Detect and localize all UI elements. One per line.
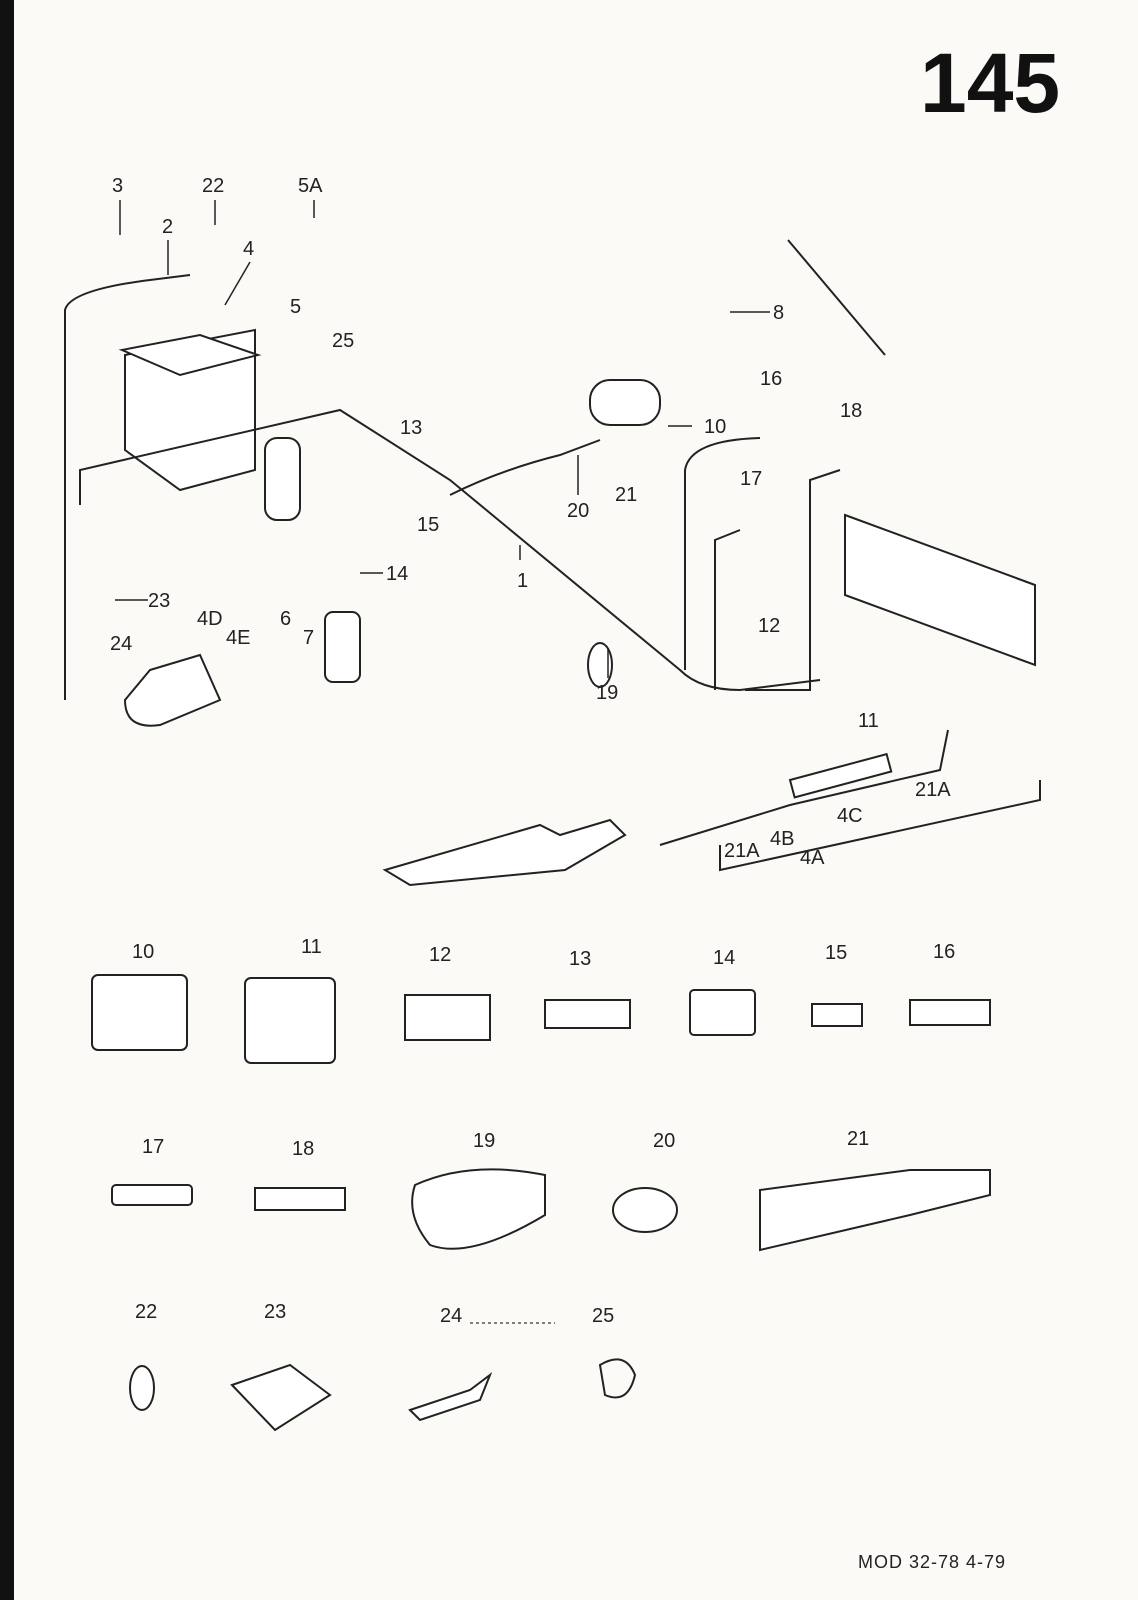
callout: 16 xyxy=(760,368,782,390)
parts-row-1 xyxy=(91,974,991,1064)
battery xyxy=(118,328,301,521)
callout: 11 xyxy=(858,710,879,732)
page-number: 145 xyxy=(920,36,1060,130)
callout: 21 xyxy=(615,484,637,506)
callout: 18 xyxy=(292,1138,314,1160)
harness-branch-20 xyxy=(449,439,601,496)
footer-code: MOD 32-78 4-79 xyxy=(858,1552,1006,1572)
callout: 7 xyxy=(303,627,314,649)
callout: 24 xyxy=(110,633,132,655)
callout: 20 xyxy=(567,500,589,522)
callout: 24 xyxy=(440,1305,462,1327)
callout: 5A xyxy=(298,175,323,197)
cable-4A xyxy=(659,729,949,846)
callout: 15 xyxy=(417,514,439,536)
callout: 15 xyxy=(825,942,847,964)
callout: 1 xyxy=(517,570,528,592)
fuel-pump xyxy=(324,611,361,683)
parts-row-2 xyxy=(111,1168,991,1252)
main-harness-1 xyxy=(79,408,821,692)
callout: 11 xyxy=(301,936,322,958)
callout: 12 xyxy=(758,615,780,637)
parts-callouts: 10 11 12 13 14 15 16 17 18 19 20 21 22 2… xyxy=(132,936,955,1327)
callout: 4C xyxy=(837,805,863,827)
callout: 4D xyxy=(197,608,223,630)
bracket-4A xyxy=(719,780,1041,872)
starter-motor xyxy=(123,653,222,727)
callout: 17 xyxy=(142,1136,164,1158)
motor-part xyxy=(589,379,661,426)
harness-branch-18 xyxy=(745,469,841,691)
ground-strap xyxy=(382,818,627,887)
harness-8 xyxy=(787,239,886,356)
callout: 6 xyxy=(280,608,291,630)
callout: 10 xyxy=(132,941,154,963)
callout: 25 xyxy=(332,330,354,352)
callout: 23 xyxy=(264,1301,286,1323)
parts-row-3 xyxy=(129,1322,637,1432)
callout: 4B xyxy=(770,828,794,850)
harness-branch-17 xyxy=(714,529,741,690)
callout: 19 xyxy=(473,1130,495,1152)
callout: 20 xyxy=(653,1130,675,1152)
sleeve-4C xyxy=(788,752,893,799)
callout: 14 xyxy=(713,947,735,969)
callout: 22 xyxy=(135,1301,157,1323)
callout: 5 xyxy=(290,296,301,318)
callout: 14 xyxy=(386,563,408,585)
callout: 22 xyxy=(202,175,224,197)
main-callouts: 3 22 5A 2 4 5 25 13 15 14 23 4D 4E 6 7 2… xyxy=(110,175,951,869)
callout: 13 xyxy=(569,948,591,970)
scan-edge xyxy=(0,0,14,1600)
callout: 8 xyxy=(773,302,784,324)
callout: 4E xyxy=(226,627,250,649)
callout: 4A xyxy=(800,847,825,869)
callout: 17 xyxy=(740,468,762,490)
callout: 2 xyxy=(162,216,173,238)
callout: 25 xyxy=(592,1305,614,1327)
callout: 19 xyxy=(596,682,618,704)
fuse-relay-panel xyxy=(844,513,1036,667)
grommet-19 xyxy=(587,642,613,688)
callout: 18 xyxy=(840,400,862,422)
callout: 21A xyxy=(915,779,951,801)
main-assembly xyxy=(64,239,1041,887)
callout: 23 xyxy=(148,590,170,612)
callout: 16 xyxy=(933,941,955,963)
leader-lines xyxy=(115,200,770,678)
harness-branch-16 xyxy=(684,437,761,670)
battery-cable-2 xyxy=(64,274,191,700)
callout: 12 xyxy=(429,944,451,966)
callout: 3 xyxy=(112,175,123,197)
callout: 13 xyxy=(400,417,422,439)
callout: 21A xyxy=(724,840,760,862)
callout: 21 xyxy=(847,1128,869,1150)
callout: 10 xyxy=(704,416,726,438)
callout: 4 xyxy=(243,238,254,260)
